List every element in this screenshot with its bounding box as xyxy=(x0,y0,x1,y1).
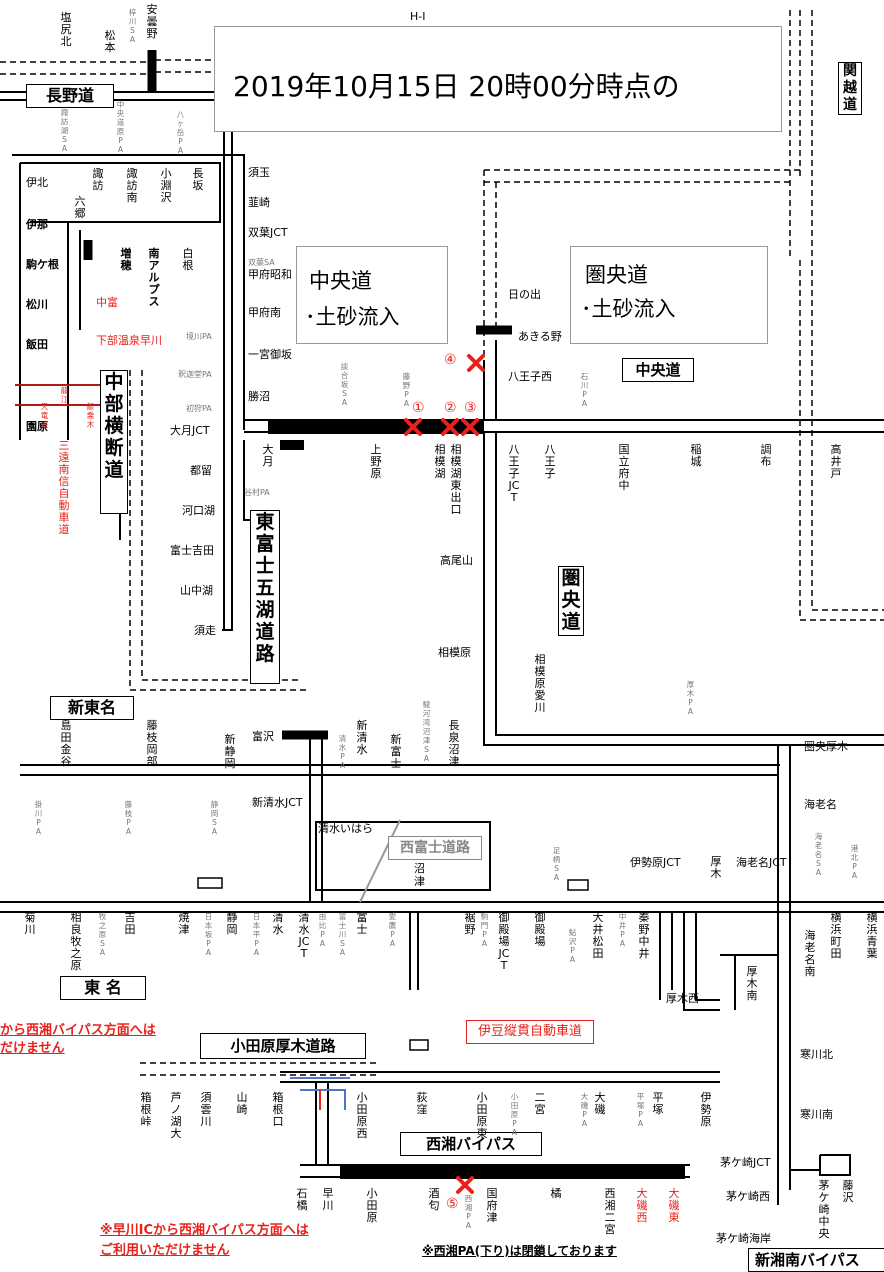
closed-section-seisho xyxy=(340,1164,685,1179)
marker-5: ⑤ xyxy=(446,1196,459,1212)
left-note-top: から西湘バイパス方面へは xyxy=(0,1023,156,1038)
chuo-road-label: 中央道 xyxy=(622,358,694,382)
closure-markers xyxy=(404,354,485,1194)
marker-1: ① xyxy=(412,400,425,416)
nishi-fuji-road: 西富士道路 xyxy=(388,836,482,860)
hh-label: H-I xyxy=(410,10,426,23)
shinshonan-bypass: 新湘南バイパス xyxy=(748,1248,884,1272)
shin-tomei-road: 新東名 xyxy=(50,696,134,720)
nagano-road: 長野道 xyxy=(26,84,114,108)
sanen-road: 三遠南信自動車道 xyxy=(58,439,70,536)
seisho-bypass: 西湘バイパス xyxy=(400,1132,542,1156)
odawara-atsugi-road: 小田原厚木道路 xyxy=(200,1033,366,1059)
page-title: 2019年10月15日 20時00分時点の xyxy=(233,70,680,103)
tomei-road: 東 名 xyxy=(60,976,146,1000)
kanetsu-road: 関越道 xyxy=(838,62,862,115)
marker-4: ④ xyxy=(444,352,457,368)
kenou-notice: 圏央道 ･土砂流入 xyxy=(570,246,768,344)
higashi-fuji-road: 東富士五湖道路 xyxy=(250,510,280,684)
planned-roads xyxy=(0,10,884,1076)
bottom-note-1: ※早川ICから西湘バイパス方面へは xyxy=(100,1223,309,1238)
kenou-road-label: 圏央道 xyxy=(558,566,584,636)
seisho-pa-note: ※西湘PA(下り)は閉鎖しております xyxy=(422,1244,617,1258)
bottom-note-2: ご利用いただけません xyxy=(100,1243,230,1258)
title-box: 2019年10月15日 20時00分時点の xyxy=(214,26,782,132)
left-note-bottom: だけません xyxy=(0,1041,65,1056)
izu-jukan-road: 伊豆縦貫自動車道 xyxy=(466,1020,594,1044)
chubu-odan-road: 中部横断道 xyxy=(100,370,128,514)
closed-section-chuo xyxy=(268,419,484,434)
marker-2: ② xyxy=(444,400,457,416)
marker-3: ③ xyxy=(464,400,477,416)
chuo-notice: 中央道 ･土砂流入 xyxy=(296,246,448,344)
